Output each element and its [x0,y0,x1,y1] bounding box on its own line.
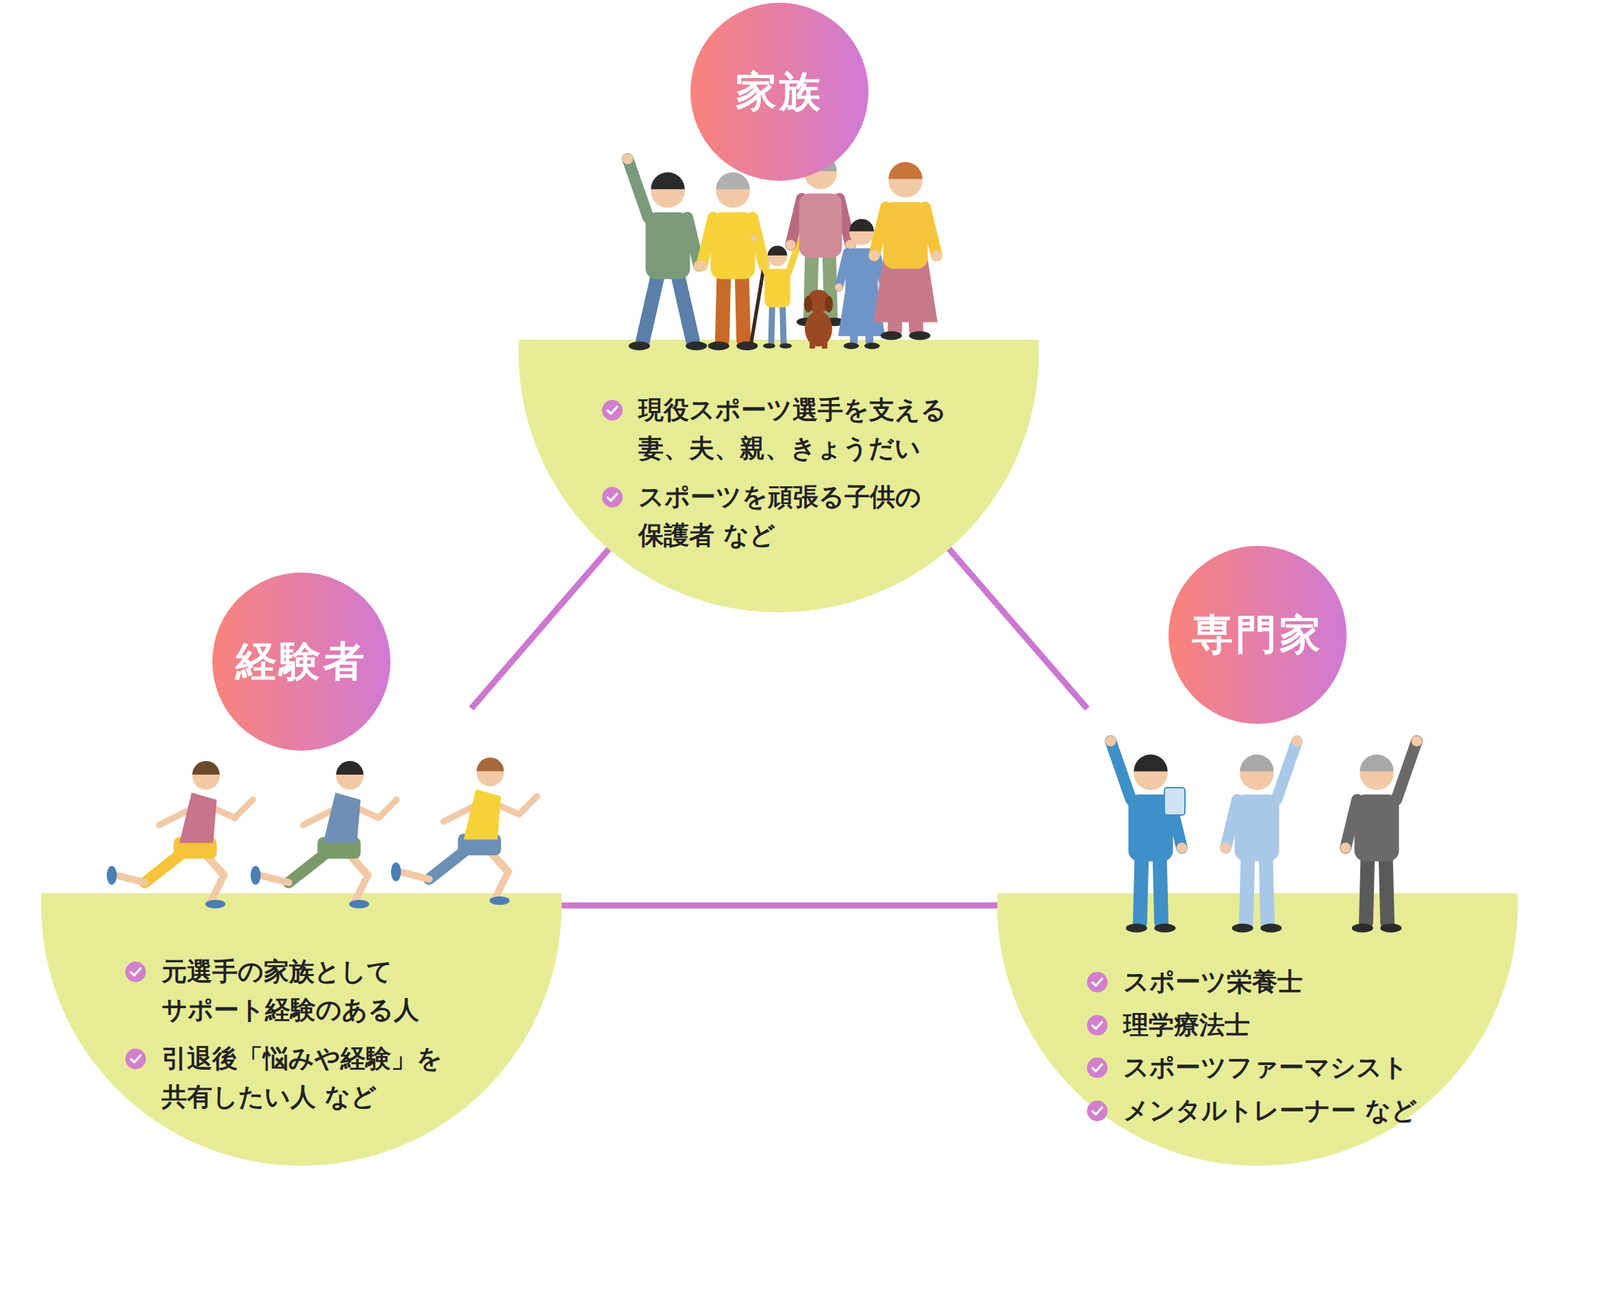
item-text: メンタルトレーナー など [1123,1095,1418,1126]
check-icon [1086,1100,1109,1122]
heading-circle: 経験者 [212,572,391,751]
heading-text: 家族 [735,64,824,120]
item-text: 元選手の家族として サポート経験のある人 [161,956,420,1025]
check-icon [601,399,624,422]
group-circle: 専門家スポーツ栄養士理学療法士スポーツファーマシストメンタルトレーナー など [997,645,1518,1166]
list-item: 引退後「悩みや経験」を 共有したい人 など [161,1039,502,1116]
check-icon [1086,971,1109,994]
heading-text: 経験者 [235,634,368,690]
list-item: スポーツ栄養士 [1123,963,1418,1002]
item-list: 元選手の家族として サポート経験のある人引退後「悩みや経験」を 共有したい人 な… [161,952,502,1127]
heading-circle: 家族 [690,2,869,181]
group-circle: 家族現役スポーツ選手を支える 妻、夫、親、きょうだいスポーツを頑張る子供の 保護… [518,91,1040,613]
item-list: スポーツ栄養士理学療法士スポーツファーマシストメンタルトレーナー など [1123,963,1418,1135]
check-icon [124,960,147,983]
list-item: 理学療法士 [1123,1006,1418,1045]
item-text: 引退後「悩みや経験」を 共有したい人 など [161,1043,443,1112]
connector-line [947,546,1090,711]
heading-text: 専門家 [1191,607,1324,664]
list-item: スポーツファーマシスト [1123,1048,1418,1087]
item-text: 理学療法士 [1123,1010,1250,1040]
item-text: スポーツファーマシスト [1123,1052,1409,1083]
list-item: 現役スポーツ選手を支える 妻、夫、親、きょうだい [638,391,979,468]
list-item: 元選手の家族として サポート経験のある人 [161,952,502,1029]
check-icon [1086,1014,1109,1037]
check-icon [1086,1056,1109,1079]
list-item: メンタルトレーナー など [1123,1091,1418,1131]
item-text: スポーツ栄養士 [1123,967,1303,997]
item-list: 現役スポーツ選手を支える 妻、夫、親、きょうだいスポーツを頑張る子供の 保護者 … [638,391,979,566]
check-icon [124,1047,147,1070]
connector-line [558,902,1000,909]
item-text: スポーツを頑張る子供の 保護者 など [638,482,922,550]
item-text: 現役スポーツ選手を支える 妻、夫、親、きょうだい [638,395,947,464]
group-circle: 経験者元選手の家族として サポート経験のある人引退後「悩みや経験」を 共有したい… [41,645,562,1166]
heading-circle: 専門家 [1168,545,1347,724]
check-icon [601,486,624,509]
list-item: スポーツを頑張る子供の 保護者 など [638,478,979,555]
connector-line [469,547,611,711]
